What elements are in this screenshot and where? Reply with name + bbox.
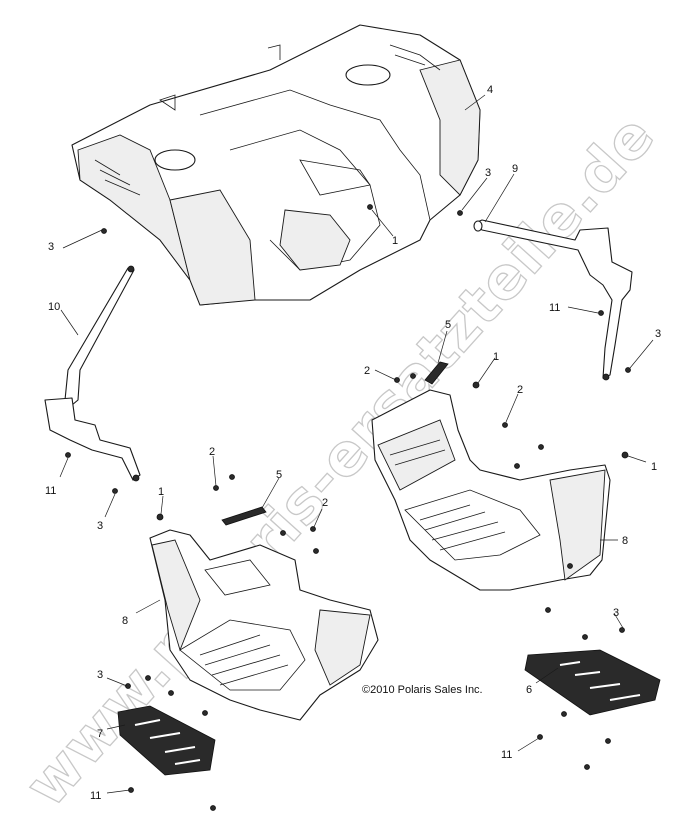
callout-8: 8 — [622, 535, 628, 547]
bracket-part-10 — [44, 265, 141, 482]
callout-4: 4 — [487, 84, 493, 96]
callout-3: 3 — [655, 328, 661, 340]
block-part-5-upper — [424, 361, 449, 385]
bracket-part-9 — [473, 219, 633, 381]
footrest-right-part-6 — [524, 649, 661, 716]
callout-9: 9 — [512, 163, 518, 175]
callout-2: 2 — [364, 365, 370, 377]
fasteners — [65, 204, 631, 811]
callout-8: 8 — [122, 615, 128, 627]
copyright-notice: ©2010 Polaris Sales Inc. — [362, 684, 483, 696]
callout-11: 11 — [549, 302, 560, 314]
callout-11: 11 — [90, 790, 101, 802]
callout-6: 6 — [526, 684, 532, 696]
callout-3: 3 — [485, 167, 491, 179]
callout-3: 3 — [613, 607, 619, 619]
callout-7: 7 — [97, 728, 103, 740]
callout-3: 3 — [97, 669, 103, 681]
callout-1: 1 — [493, 351, 499, 363]
callout-10: 10 — [48, 301, 60, 313]
footrest-left-part-7 — [117, 705, 216, 776]
callout-5: 5 — [445, 319, 451, 331]
callout-2: 2 — [209, 446, 215, 458]
callout-5: 5 — [276, 469, 282, 481]
callout-2: 2 — [517, 384, 523, 396]
rear-fender-part-4 — [71, 24, 481, 306]
callout-2: 2 — [322, 497, 328, 509]
callout-labels: 4 3 9 1 3 10 11 3 5 2 1 2 1 11 3 2 1 5 2… — [45, 84, 661, 802]
callout-3: 3 — [97, 520, 103, 532]
footwell-left-part-8 — [149, 529, 379, 721]
block-part-5-lower — [221, 506, 267, 526]
callout-11: 11 — [45, 485, 56, 497]
callout-3: 3 — [48, 241, 54, 253]
leader-lines — [59, 94, 654, 794]
callout-1: 1 — [392, 235, 398, 247]
callout-11: 11 — [501, 749, 512, 761]
callout-1: 1 — [158, 486, 164, 498]
callout-1: 1 — [651, 461, 657, 473]
footwell-right-part-8 — [371, 389, 611, 591]
